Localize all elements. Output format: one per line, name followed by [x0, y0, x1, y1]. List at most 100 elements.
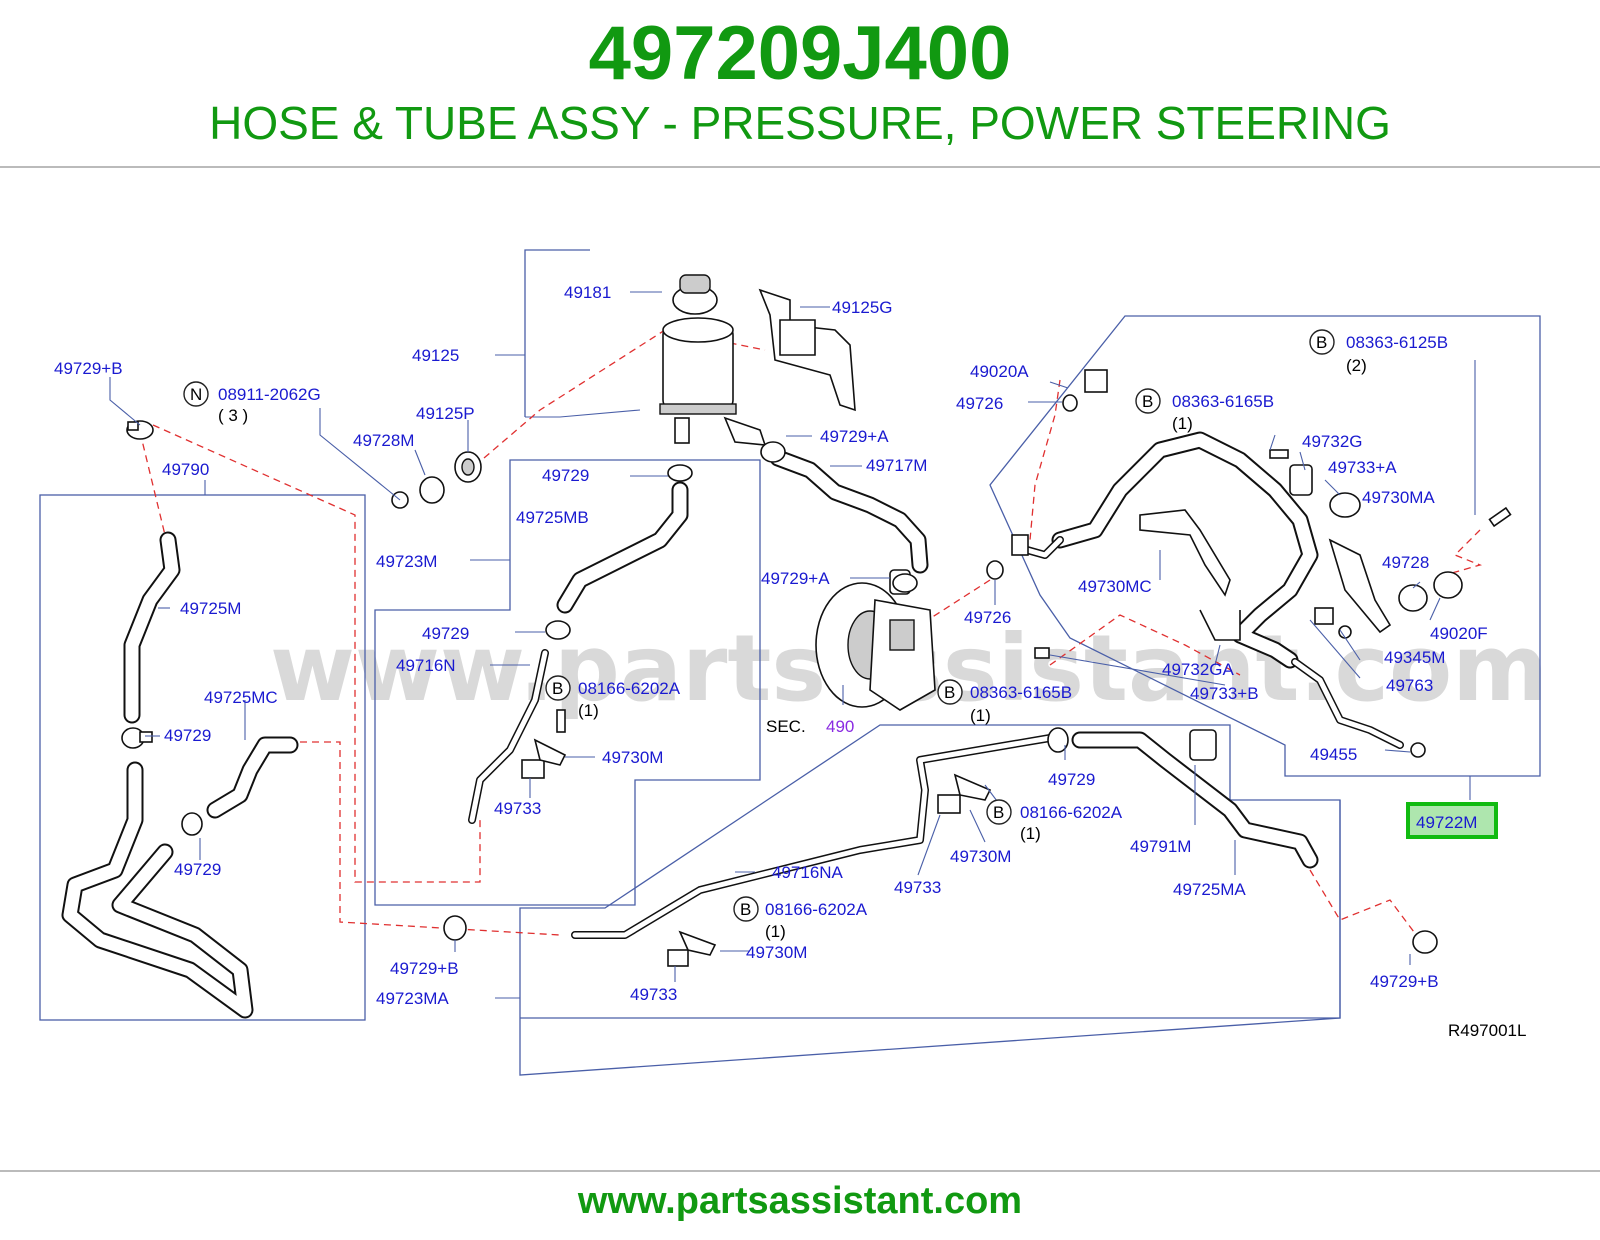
callout-49181: 49181 — [564, 283, 611, 302]
page-header: 497209J400 HOSE & TUBE ASSY - PRESSURE, … — [0, 0, 1600, 168]
section-prefix: SEC. — [766, 717, 806, 736]
highlighted-part-label: 49722M — [1416, 813, 1477, 832]
callout-49763: 49763 — [1386, 676, 1433, 695]
callout-08166-6202A-c: 08166-6202A — [765, 900, 868, 919]
callout-49729-e: 49729 — [1048, 770, 1095, 789]
badge-b-08363-6165B-b: B — [937, 679, 963, 705]
callout-49732G: 49732G — [1302, 432, 1363, 451]
callout-49729A-top: 49729+A — [820, 427, 889, 446]
callout-49725MB: 49725MB — [516, 508, 589, 527]
svg-text:B: B — [740, 900, 751, 919]
callout-49729-d: 49729 — [174, 860, 221, 879]
clamp-49729B-top-left — [126, 420, 154, 440]
badge-b-08363-6125B: B — [1309, 329, 1335, 355]
svg-text:B: B — [944, 683, 955, 702]
bracket-49733-b — [937, 773, 992, 814]
bracket-49730MA — [1328, 538, 1392, 634]
dash-line-pump-49726 — [919, 579, 991, 626]
callout-08363-6165B-a: 08363-6165B — [1172, 392, 1274, 411]
group-box-49790 — [39, 494, 366, 1021]
callout-49733-a: 49733 — [494, 799, 541, 818]
svg-text:B: B — [552, 679, 563, 698]
callout-49733A: 49733+A — [1328, 458, 1397, 477]
clamp-49729B-bottom-right — [1412, 930, 1438, 954]
bolt-08363-6125B-a — [1269, 449, 1289, 459]
svg-text:B: B — [1316, 333, 1327, 352]
dash-line-49729B-49725M — [139, 431, 166, 536]
callout-08911-2062G: 08911-2062G — [218, 385, 321, 404]
svg-text:B: B — [993, 803, 1004, 822]
bolt-49733B — [1034, 647, 1050, 659]
clamp-49729-mid — [545, 620, 571, 640]
bracket-49733-a — [521, 709, 567, 779]
callout-49732GA: 49732GA — [1162, 660, 1234, 679]
dash-line-49729B-br — [1309, 869, 1421, 941]
bushing-49125P — [454, 451, 482, 483]
callout-08363-6125B: 08363-6125B — [1346, 333, 1448, 352]
dash-line-49732GA — [1049, 614, 1241, 676]
bolt-49020A — [1062, 369, 1108, 412]
group-box-49723MA — [519, 724, 1341, 1076]
clamp-49729-left — [121, 727, 153, 749]
callout-49723MA: 49723MA — [376, 989, 449, 1008]
power-steering-pump — [815, 569, 936, 711]
callout-49730M-b: 49730M — [950, 847, 1011, 866]
callout-49725MA: 49725MA — [1173, 880, 1246, 899]
callout-49455: 49455 — [1310, 745, 1357, 764]
callout-49020F: 49020F — [1430, 624, 1488, 643]
callout-49728: 49728 — [1382, 553, 1429, 572]
footer-divider — [0, 1170, 1600, 1172]
dash-line-49728 — [1444, 529, 1483, 576]
callout-49125G: 49125G — [832, 298, 893, 317]
clamp-49729-upper — [667, 464, 693, 482]
grommet-49732G — [1289, 464, 1361, 518]
reservoir-tank — [659, 317, 767, 446]
clamp-49729-lower — [1047, 727, 1069, 753]
callout-08363-6125B-qty: (2) — [1346, 356, 1367, 375]
dash-line-49725MC-49716NA — [300, 741, 561, 936]
callout-49733-b: 49733 — [894, 878, 941, 897]
callout-08363-6165B-b-qty: (1) — [970, 706, 991, 725]
callout-08166-c-qty: (1) — [765, 922, 786, 941]
callout-49716N: 49716N — [396, 656, 456, 675]
badge-b-08166-c: B — [733, 896, 759, 922]
callout-49730M-a: 49730M — [602, 748, 663, 767]
callout-08166-b-qty: (1) — [1020, 824, 1041, 843]
svg-text:B: B — [1142, 392, 1153, 411]
grommet-49728M — [419, 476, 445, 504]
callout-08166-6202A-a: 08166-6202A — [578, 679, 681, 698]
group-box-49723MA-bottom — [520, 800, 1341, 1019]
footer-website-link[interactable]: www.partsassistant.com — [577, 1180, 1023, 1222]
callout-49733-c: 49733 — [630, 985, 677, 1004]
part-description: HOSE & TUBE ASSY - PRESSURE, POWER STEER… — [209, 97, 1391, 149]
callout-49790: 49790 — [162, 460, 209, 479]
figure-code: R497001L — [1448, 1021, 1526, 1040]
callout-49729B-bottom-left: 49729+B — [390, 959, 459, 978]
callout-49725MC: 49725MC — [204, 688, 278, 707]
fitting-pressure-start — [1011, 534, 1029, 556]
bolt-08363-6125B-b — [1488, 506, 1512, 528]
callout-49726-b: 49726 — [964, 608, 1011, 627]
callout-49730MC: 49730MC — [1078, 577, 1152, 596]
svg-text:N: N — [190, 385, 202, 404]
leader-49125-bottom — [525, 409, 641, 418]
callout-08166-a-qty: (1) — [578, 701, 599, 720]
clip-49791M — [1189, 729, 1217, 761]
callout-49729-b: 49729 — [422, 624, 469, 643]
section-number-link[interactable]: 490 — [826, 717, 854, 736]
callout-08911-qty: ( 3 ) — [218, 406, 248, 425]
callout-49020A: 49020A — [970, 362, 1029, 381]
callout-49729-c: 49729 — [164, 726, 211, 745]
callout-49791M: 49791M — [1130, 837, 1191, 856]
bracket-49730MC — [1139, 509, 1231, 597]
highlighted-part-49722M[interactable]: 49722M — [1406, 802, 1498, 839]
callout-49729-a: 49729 — [542, 466, 589, 485]
callout-49730MA: 49730MA — [1362, 488, 1435, 507]
clamp-49729B-bottom-left — [443, 915, 467, 941]
callout-49125P: 49125P — [416, 404, 475, 423]
header-divider — [0, 166, 1600, 168]
badge-b-08166-a: B — [545, 675, 571, 701]
callout-49717M: 49717M — [866, 456, 927, 475]
callout-49728M: 49728M — [353, 431, 414, 450]
part-number-title: 497209J400 — [588, 11, 1012, 96]
